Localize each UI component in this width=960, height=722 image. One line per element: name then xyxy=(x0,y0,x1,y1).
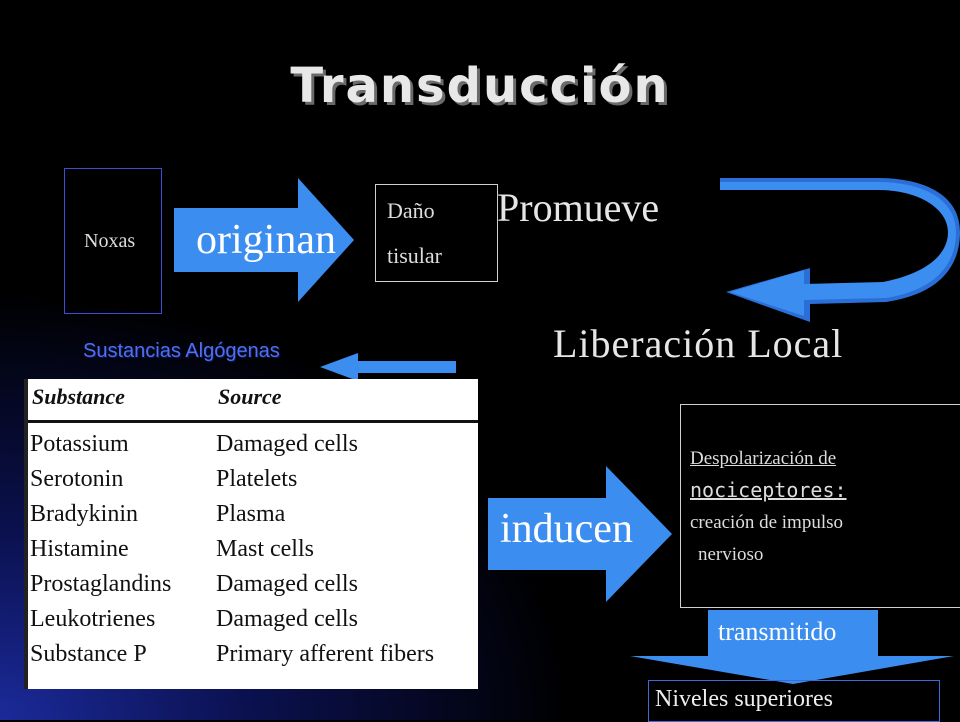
substance-table: Substance Source Potassium Damaged cells… xyxy=(24,379,478,689)
originan-label: originan xyxy=(196,217,336,263)
table-cell-substance: Substance P xyxy=(30,641,147,667)
transmitido-label: transmitido xyxy=(718,617,837,646)
table-cell-substance: Potassium xyxy=(30,431,129,457)
despolarizacion-line4: nervioso xyxy=(698,544,764,565)
left-arrow-icon xyxy=(320,353,456,381)
noxas-box xyxy=(64,168,162,314)
table-cell-substance: Serotonin xyxy=(30,466,124,492)
table-cell-source: Platelets xyxy=(216,466,298,492)
niveles-superiores-label: Niveles superiores xyxy=(655,686,833,712)
curved-return-arrow-icon xyxy=(720,178,960,322)
dano-tisular-box xyxy=(375,184,498,282)
inducen-arrow-icon xyxy=(488,466,672,602)
slide-title: Transducción xyxy=(290,58,670,114)
despolarizacion-line2: nociceptores: xyxy=(690,478,847,502)
transmitido-down-arrow-icon xyxy=(630,610,954,684)
promueve-label: Promueve xyxy=(497,185,660,230)
liberacion-local-label: Liberación Local xyxy=(553,321,844,366)
noxas-label: Noxas xyxy=(84,230,136,252)
originan-arrow-icon xyxy=(174,178,354,302)
despolarizacion-line3: creación de impulso xyxy=(690,512,844,533)
table-cell-substance: Prostaglandins xyxy=(30,571,172,597)
table-cell-substance: Leukotrienes xyxy=(30,606,156,632)
table-cell-source: Plasma xyxy=(216,501,286,527)
despolarizacion-line1: Despolarización de xyxy=(690,448,837,469)
dano-label-line2: tisular xyxy=(387,243,442,268)
sustancias-algogenas-label: Sustancias Algógenas xyxy=(83,340,280,362)
table-cell-source: Damaged cells xyxy=(216,606,358,632)
table-cell-substance: Histamine xyxy=(30,536,129,562)
table-header-rule xyxy=(28,420,478,423)
table-header-substance: Substance xyxy=(32,384,125,409)
dano-label-line1: Daño xyxy=(387,198,435,223)
table-header-source: Source xyxy=(218,384,282,409)
table-cell-source: Primary afferent fibers xyxy=(216,641,435,667)
inducen-label: inducen xyxy=(500,506,633,552)
despolarizacion-box xyxy=(680,404,960,608)
table-cell-source: Damaged cells xyxy=(216,431,358,457)
table-cell-source: Damaged cells xyxy=(216,571,358,597)
table-cell-source: Mast cells xyxy=(216,536,314,562)
table-cell-substance: Bradykinin xyxy=(30,501,138,527)
